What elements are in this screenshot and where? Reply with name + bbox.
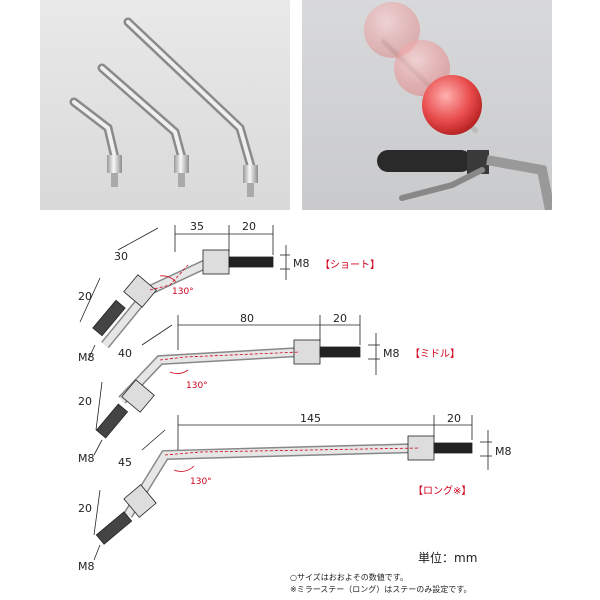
- short-thread-top: M8: [293, 257, 310, 270]
- long-thread-top: M8: [495, 445, 512, 458]
- middle-label: 【ミドル】: [410, 348, 460, 360]
- middle-angle: 130°: [186, 381, 208, 391]
- short-dim-angle-len: 30: [114, 250, 128, 263]
- short-dim-straight: 35: [190, 220, 204, 233]
- short-angle: 130°: [172, 287, 194, 297]
- middle-dim-straight: 80: [240, 312, 254, 325]
- middle-dim-thread-top: 20: [333, 312, 347, 325]
- product-photo-handlebar: [302, 0, 552, 210]
- middle-stay-drawing: [93, 315, 380, 456]
- note-size: ○サイズはおおよその数値です。: [290, 573, 408, 582]
- handlebar-mirror-illustration: [364, 2, 552, 210]
- short-stay-drawing: [79, 225, 290, 361]
- long-dim-straight: 145: [300, 412, 321, 425]
- long-dim-thread-bottom: 20: [78, 502, 92, 515]
- long-label: 【ロング※】: [413, 484, 471, 497]
- short-thread-bottom: M8: [78, 351, 95, 364]
- long-thread-bottom: M8: [78, 560, 95, 573]
- short-dim-thread-bottom: 20: [78, 290, 92, 303]
- mirror-stays-illustration: [69, 17, 258, 197]
- long-stay-drawing: [93, 415, 492, 561]
- short-label: 【ショート】: [320, 259, 380, 271]
- unit-label: 単位：mm: [418, 551, 478, 565]
- short-dim-thread-top: 20: [242, 220, 256, 233]
- middle-thread-bottom: M8: [78, 452, 95, 465]
- middle-dim-thread-bottom: 20: [78, 395, 92, 408]
- note-long-stay-only: ※ミラーステー（ロング）はステーのみ設定です。: [290, 585, 472, 594]
- long-angle: 130°: [190, 477, 212, 487]
- middle-dim-angle-len: 40: [118, 347, 132, 360]
- middle-thread-top: M8: [383, 347, 400, 360]
- long-dim-thread-top: 20: [447, 412, 461, 425]
- product-photo-stays: [40, 0, 290, 210]
- long-dim-angle-len: 45: [118, 456, 132, 469]
